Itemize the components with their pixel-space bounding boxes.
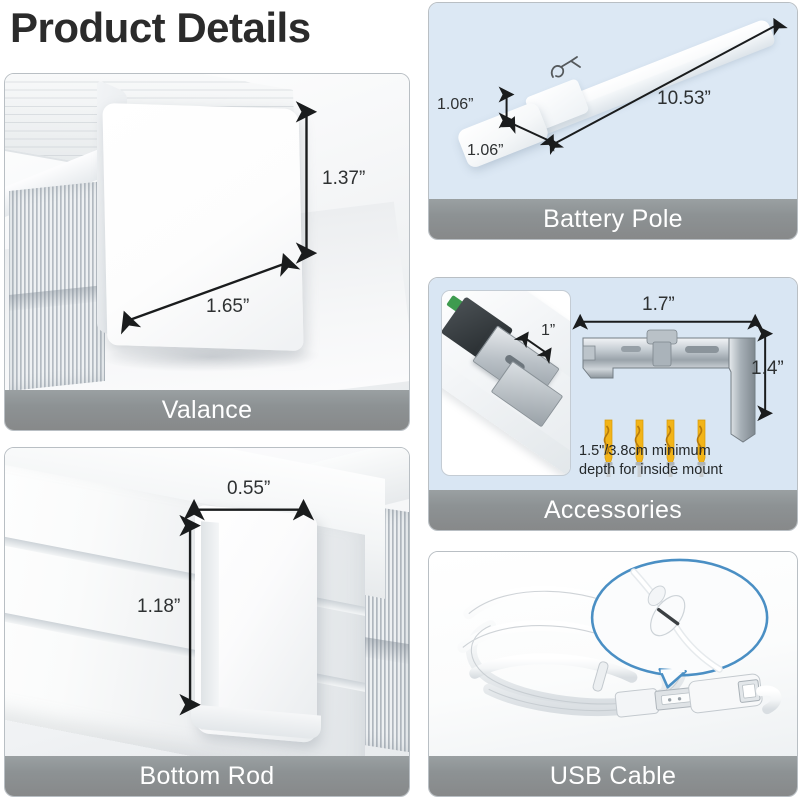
bottom-rod-height-label: 1.18”	[137, 596, 181, 617]
battery-pole-caption: Battery Pole	[429, 199, 797, 239]
wall-anchor-icon	[696, 419, 706, 477]
accessories-inset-photo	[441, 290, 571, 476]
usb-cable-illustration	[457, 558, 782, 718]
battery-pole-length-label: 10.53”	[657, 88, 711, 109]
usb-cable-photo	[429, 552, 797, 758]
wall-anchor-icon	[603, 419, 613, 477]
valance-depth-label: 1.65”	[206, 296, 250, 317]
page-title: Product Details	[10, 4, 311, 51]
battery-pole-hook-icon	[550, 56, 581, 78]
bottom-rod-endcap-notch	[201, 521, 219, 731]
accessories-bracket-depth-label: 1”	[541, 322, 556, 339]
accessories-width-label: 1.7”	[642, 294, 675, 315]
wall-anchor-icon	[634, 419, 644, 477]
bottom-rod-caption: Bottom Rod	[5, 756, 409, 796]
panel-accessories[interactable]: 1”	[428, 277, 798, 531]
battery-pole-height-label: 1.06”	[437, 96, 474, 113]
panel-battery-pole[interactable]: 1.06” 1.06” 10.53” Battery Pole	[428, 2, 798, 240]
panel-bottom-rod[interactable]: 0.55” 1.18” Bottom Rod	[4, 447, 410, 797]
valance-endcap	[102, 102, 304, 352]
valance-photo: 1.37” 1.65”	[5, 74, 409, 392]
battery-pole-photo: 1.06” 1.06” 10.53”	[429, 3, 797, 201]
panel-valance[interactable]: 1.37” 1.65” Valance	[4, 73, 410, 431]
bottom-rod-width-label: 0.55”	[227, 478, 271, 499]
panel-usb-cable[interactable]: USB Cable	[428, 551, 798, 797]
accessories-depth-note: 1.5"/3.8cm minimum depth for inside moun…	[579, 443, 723, 478]
accessories-photo: 1”	[429, 278, 797, 492]
usb-cable-caption: USB Cable	[429, 756, 797, 796]
valance-caption: Valance	[5, 390, 409, 430]
accessories-l-bracket-icon	[582, 329, 756, 443]
valance-height-label: 1.37”	[322, 168, 366, 189]
accessories-caption: Accessories	[429, 490, 797, 530]
valance-pleated-fabric	[9, 180, 105, 392]
bottom-rod-photo: 0.55” 1.18”	[5, 448, 409, 758]
battery-pole-depth-label: 1.06”	[467, 142, 504, 159]
accessories-height-label: 1.4”	[751, 358, 784, 379]
wall-anchor-icon	[665, 419, 675, 477]
